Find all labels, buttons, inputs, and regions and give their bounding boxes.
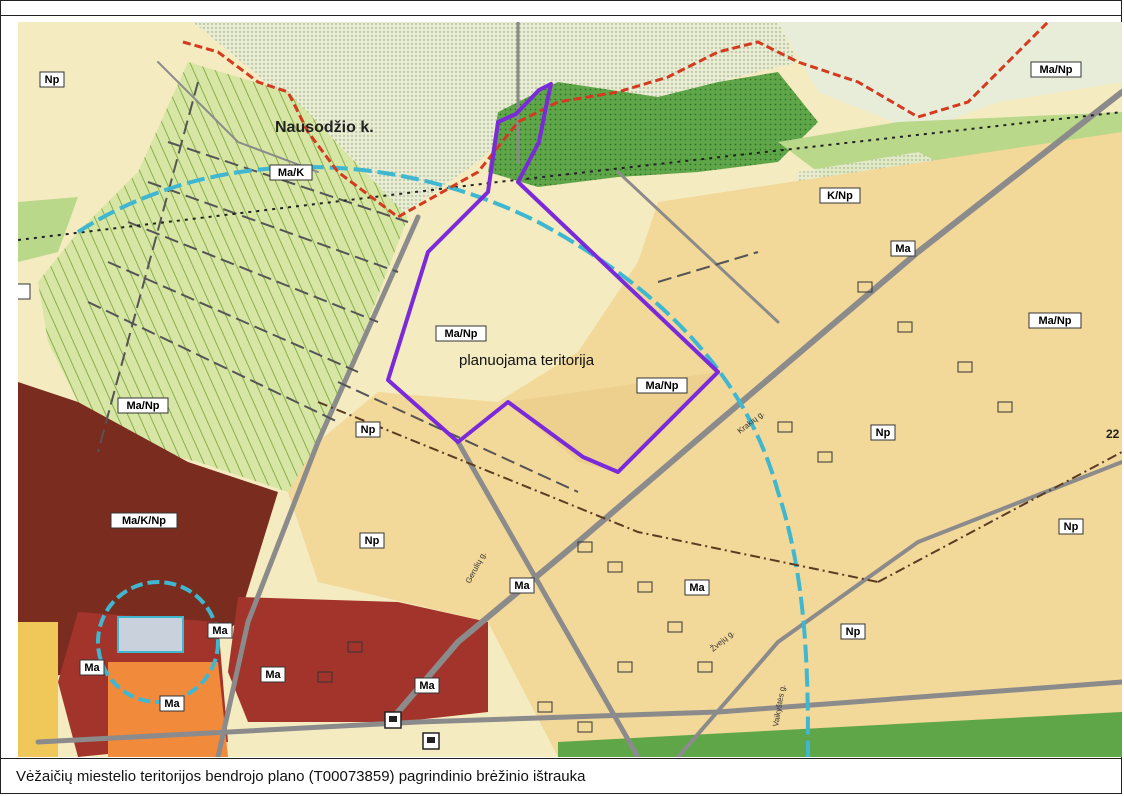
zone-label-ma-6: Ma [260,666,286,683]
building-footprints [317,281,1013,733]
zone-label-ma-8: Ma [414,677,440,694]
zone-label-ma-7: Ma [159,695,185,712]
svg-text:Ma: Ma [689,582,705,594]
zone-label-manp-2: Ma/Np [435,325,487,342]
svg-text:Ma: Ma [514,580,530,592]
bus-stop-icon [384,711,402,729]
planned-area-label: planuojama teritorija [459,352,595,369]
south-green-strip [558,712,1122,757]
village-boundary [182,22,1050,219]
figure-caption: Vėžaičių miestelio teritorijos bendrojo … [16,768,586,785]
district-line-2 [877,451,1122,583]
svg-text:Ma: Ma [265,669,281,681]
top-border-strip [0,0,1122,16]
svg-text:Ma: Ma [895,243,911,255]
svg-text:Np: Np [361,424,376,436]
roads [35,22,1122,757]
zone-label-np-6: Np [840,623,866,640]
zone-label-knp: K/Np [819,187,861,204]
road-number-label: 22 [1106,427,1120,441]
zone-label-np-5: Np [1058,518,1084,535]
industrial-zone [18,382,278,682]
plot-lines [87,81,759,493]
map-viewport[interactable]: Np Ma/K Ma/Np K/Np Ma Ma/Np Ma/Np Ma/Np … [18,22,1122,757]
svg-text:Np: Np [846,626,861,638]
zone-label-ma-3: Ma [684,579,710,596]
village-label: Nausodžio k. [275,119,374,136]
district-line [317,401,879,583]
svg-text:Ma/Np: Ma/Np [127,400,160,412]
svg-text:K/Np: K/Np [827,190,853,202]
zone-label-makn: Ma/K/Np [110,512,178,529]
svg-text:Ma: Ma [419,680,435,692]
zone-label-manp-4: Ma/Np [636,377,688,394]
residential-east [288,132,1122,757]
svg-text:Np: Np [365,535,380,547]
svg-text:Ma: Ma [164,698,180,710]
yellow-zone [18,622,58,757]
svg-text:Ma/K: Ma/K [278,167,304,179]
zone-label-manp-1: Ma/Np [1030,61,1082,78]
zone-label-edge [18,283,31,300]
power-line [18,111,1122,241]
zone-label-np-4: Np [359,532,385,549]
zone-labels: Np Ma/K Ma/Np K/Np Ma Ma/Np Ma/Np Ma/Np … [39,61,1084,712]
svg-text:Ma/K/Np: Ma/K/Np [122,515,166,527]
zone-label-mak: Ma/K [269,164,313,181]
zone-label-np-3: Np [870,424,896,441]
forest-area [488,72,818,187]
zone-label-np-1: Np [39,71,65,88]
planned-core [508,372,718,472]
svg-text:Np: Np [876,427,891,439]
svg-text:Ma/Np: Ma/Np [445,328,478,340]
bus-stop-icon [422,732,440,750]
water-ring [96,580,220,704]
commercial-zone [228,597,488,722]
planned-territory-outline [386,82,720,474]
svg-text:Np: Np [45,74,60,86]
zone-label-ma-2: Ma [509,577,535,594]
reservoir [117,616,184,653]
north-east-area [778,22,1122,132]
svg-text:Ma: Ma [212,625,228,637]
svg-text:Ma/Np: Ma/Np [1040,64,1073,76]
zone-label-ma-4: Ma [207,622,233,639]
water-line [76,165,810,757]
zone-label-ma-1: Ma [890,240,916,257]
zone-label-manp-5: Ma/Np [117,397,169,414]
zone-label-manp-3: Ma/Np [1028,312,1082,329]
zone-label-np-2: Np [355,421,381,438]
svg-text:Np: Np [1064,521,1079,533]
svg-text:Ma/Np: Ma/Np [1039,315,1072,327]
figure-caption-bar: Vėžaičių miestelio teritorijos bendrojo … [0,758,1122,794]
svg-text:Ma/Np: Ma/Np [646,380,679,392]
green-strip-left [18,197,78,262]
svg-text:Ma: Ma [84,662,100,674]
recreation-zone [38,62,408,492]
zone-label-ma-5: Ma [79,659,105,676]
